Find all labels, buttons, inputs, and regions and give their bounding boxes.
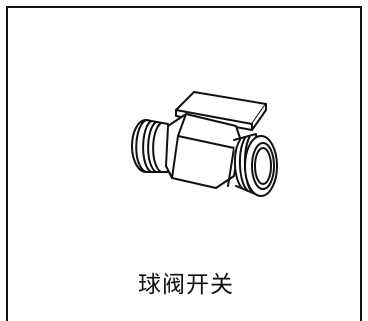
product-caption: 球阀开关 [138, 272, 234, 298]
product-card: 球阀开关 [6, 6, 362, 321]
ball-valve-icon [131, 91, 278, 197]
